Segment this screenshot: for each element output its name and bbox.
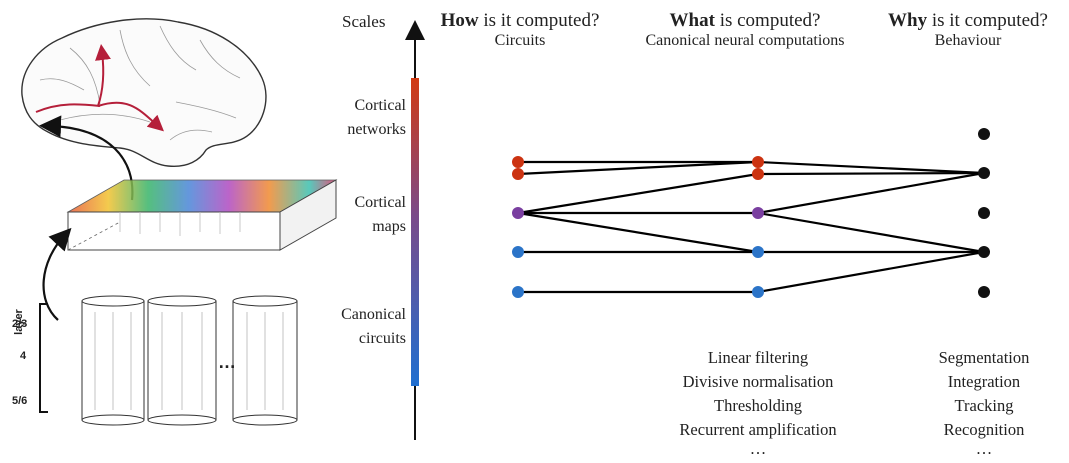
header-what: What is computed? Canonical neural compu…	[620, 10, 870, 50]
scale-level-networks-line2: networks	[347, 121, 406, 138]
computation-node-5	[752, 286, 764, 298]
behaviour-item: …	[975, 439, 993, 458]
computation-item: Recurrent amplification	[679, 420, 837, 439]
computations-list: Linear filtering Divisive normalisation …	[648, 346, 868, 458]
network-edges	[517, 160, 985, 294]
scales-axis-label: Scales	[342, 12, 386, 31]
header-what-question: is computed?	[714, 10, 821, 31]
scale-level-circuits: Canonical circuits	[310, 303, 406, 351]
circuit-node-1	[512, 156, 524, 168]
scale-level-circuits-line2: circuits	[358, 330, 406, 347]
behaviour-nodes	[978, 128, 990, 298]
circuit-nodes	[512, 156, 524, 298]
columns-ellipsis: …	[218, 352, 236, 372]
computation-node-3	[752, 207, 764, 219]
computation-node-2	[752, 168, 764, 180]
header-why-subtitle: Behaviour	[934, 32, 1002, 49]
computation-item: Thresholding	[714, 396, 802, 415]
scale-level-networks: Cortical networks	[310, 94, 406, 142]
header-how: How is it computed? Circuits	[420, 10, 620, 50]
computation-node-4	[752, 246, 764, 258]
computation-item: …	[749, 439, 767, 458]
brain-illustration	[21, 18, 267, 167]
scale-level-maps: Cortical maps	[310, 191, 406, 239]
layer-label-5-6: 5/6	[12, 395, 28, 407]
behaviour-node-2	[978, 167, 990, 179]
scale-level-maps-line1: Cortical	[354, 194, 406, 211]
pathway-line	[35, 103, 101, 113]
circuit-node-3	[512, 207, 524, 219]
circuit-node-5	[512, 286, 524, 298]
computation-item: Linear filtering	[707, 348, 809, 367]
behaviour-item: Tracking	[954, 396, 1014, 415]
behaviour-item: Recognition	[943, 420, 1025, 439]
scale-level-networks-line1: Cortical	[354, 97, 406, 114]
layer-label-2-3: 2/3	[12, 318, 28, 330]
pathway-dorsal	[95, 44, 111, 107]
header-how-subtitle: Circuits	[494, 32, 546, 49]
header-why-question: is it computed?	[927, 10, 1048, 31]
scale-level-maps-line2: maps	[372, 218, 406, 235]
computation-item: Divisive normalisation	[682, 372, 834, 391]
behaviour-node-3	[978, 207, 990, 219]
computation-node-1	[752, 156, 764, 168]
scale-gradient-bar	[411, 78, 419, 386]
pathway-ventral	[97, 101, 164, 132]
behaviours-list: Segmentation Integration Tracking Recogn…	[904, 346, 1064, 458]
scale-level-circuits-line1: Canonical	[341, 306, 406, 323]
header-how-question: is it computed?	[478, 10, 600, 31]
header-what-subtitle: Canonical neural computations	[645, 32, 845, 49]
cortical-map-slab	[66, 179, 338, 251]
layer-bracket	[39, 303, 48, 413]
behaviour-item: Segmentation	[938, 348, 1030, 367]
behaviour-node-4	[978, 246, 990, 258]
computation-nodes	[752, 156, 764, 298]
behaviour-node-5	[978, 286, 990, 298]
behaviour-item: Integration	[947, 372, 1021, 391]
arrow-circuits-to-map	[42, 227, 72, 321]
header-why-keyword: Why	[888, 10, 928, 31]
header-what-keyword: What	[669, 10, 715, 31]
circuit-node-4	[512, 246, 524, 258]
neuron-sketches	[94, 312, 284, 410]
circuit-node-2	[512, 168, 524, 180]
header-how-keyword: How	[440, 10, 479, 31]
header-why: Why is it computed? Behaviour	[868, 10, 1068, 50]
behaviour-node-1	[978, 128, 990, 140]
layer-label-4: 4	[20, 350, 27, 362]
